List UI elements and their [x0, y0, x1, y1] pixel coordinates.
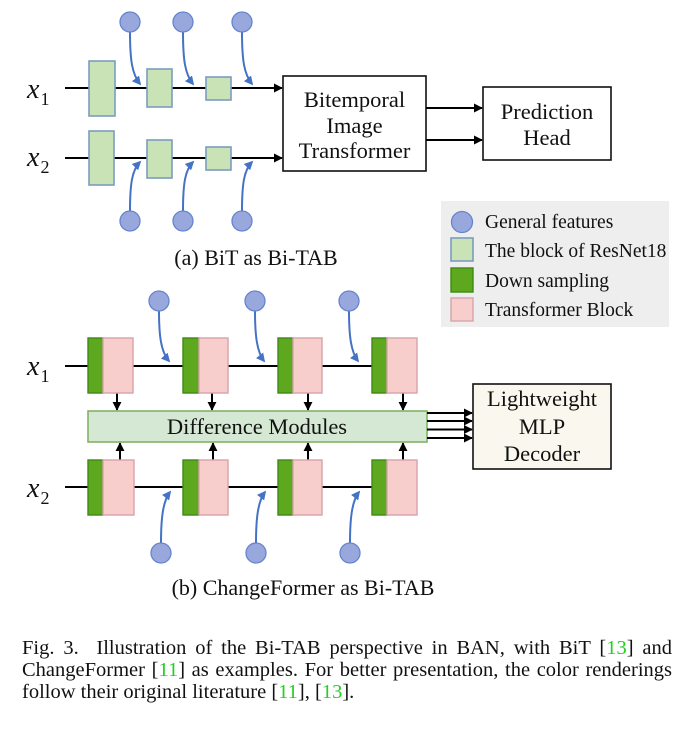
prediction-head-label-line: Prediction: [501, 99, 593, 124]
mlp-decoder-box: [472, 383, 612, 470]
general-feature-node: [338, 290, 360, 312]
transformer-label-line: Bitemporal: [304, 87, 405, 112]
feature-arrow: [241, 160, 254, 212]
transformer-label-line: Image: [326, 113, 382, 138]
feature-arrow: [129, 160, 142, 212]
transformer-label-line: Transformer: [299, 138, 411, 163]
general-feature-node: [172, 11, 194, 33]
legend-background: [441, 201, 669, 327]
input-label-x2: x2: [26, 142, 49, 177]
decoder-label-line: MLP: [519, 414, 565, 439]
general-feature-node: [172, 210, 194, 232]
difference-modules-box: [87, 410, 428, 443]
down-sampling-block: [371, 459, 388, 516]
caption-line: ChangeFormer [11] as examples. For bette…: [22, 659, 672, 681]
legend-label: General features: [485, 212, 613, 233]
resnet-block: [146, 68, 173, 108]
transformer-block: [292, 337, 323, 394]
citation-link[interactable]: 13: [606, 637, 627, 659]
down-sampling-block: [277, 337, 294, 394]
feature-arrow: [349, 490, 361, 544]
down-sampling-block: [371, 337, 388, 394]
feature-arrow: [160, 490, 172, 544]
resnet-block: [88, 60, 116, 117]
bitemporal-transformer-box: [282, 75, 427, 172]
general-feature-node: [150, 542, 172, 564]
input-label-x1: x1: [26, 351, 49, 386]
legend: General features The block of ResNet18 D…: [441, 201, 669, 327]
transformer-block: [198, 337, 229, 394]
caption-text: follow their original literature [: [22, 681, 279, 703]
general-feature-node: [244, 290, 266, 312]
general-feature-node: [231, 11, 253, 33]
part-a-bit: x1 x2 Bitemporal Image Transformer: [26, 11, 612, 270]
down-sampling-block: [182, 337, 200, 394]
part-b-changeformer: x1 x2: [26, 290, 612, 600]
feature-arrow: [158, 310, 171, 363]
citation-link[interactable]: 11: [158, 659, 179, 681]
legend-swatch-down-sampling: [450, 267, 474, 293]
legend-swatch-resnet-block: [450, 237, 474, 262]
difference-modules-label: Difference Modules: [167, 414, 347, 439]
caption-text: ChangeFormer [: [22, 659, 159, 681]
down-sampling-block: [277, 459, 294, 516]
input-label-x1: x1: [26, 74, 49, 109]
feature-arrow: [348, 310, 360, 363]
legend-swatch-transformer-block: [450, 297, 474, 322]
down-sampling-block: [87, 337, 104, 394]
input-label-x2: x2: [26, 473, 49, 508]
caption-text: ], [: [297, 681, 322, 703]
legend-label: Transformer Block: [485, 300, 633, 321]
transformer-block: [102, 337, 134, 394]
general-feature-node: [148, 290, 170, 312]
blank-region: [540, 710, 688, 730]
general-feature-node: [119, 210, 141, 232]
caption-line: follow their original literature [11], […: [22, 681, 672, 703]
general-feature-node: [339, 542, 361, 564]
transformer-block: [292, 459, 323, 516]
figure-caption: Fig. 3. Illustration of the Bi-TAB persp…: [22, 637, 672, 703]
down-sampling-block: [182, 459, 200, 516]
subcaption-b: (b) ChangeFormer as Bi-TAB: [172, 575, 435, 600]
transformer-block: [198, 459, 229, 516]
caption-text: ] and: [626, 637, 672, 659]
citation-link[interactable]: 13: [321, 681, 343, 703]
subcaption-a: (a) BiT as Bi-TAB: [174, 245, 337, 270]
legend-label: The block of ResNet18: [485, 241, 666, 262]
prediction-head-box: [482, 86, 612, 161]
resnet-block: [205, 76, 232, 101]
feature-arrow: [241, 31, 254, 86]
transformer-block: [386, 459, 418, 516]
down-sampling-block: [87, 459, 104, 516]
feature-arrow: [182, 160, 195, 212]
transformer-block: [386, 337, 418, 394]
feature-arrow: [182, 31, 195, 86]
legend-label: Down sampling: [485, 271, 609, 292]
legend-swatch-general-features: [450, 210, 474, 234]
general-feature-node: [231, 210, 253, 232]
resnet-block: [88, 130, 115, 186]
caption-text: ] as examples. For better presentation, …: [178, 659, 673, 681]
transformer-block: [102, 459, 135, 516]
caption-text: Fig. 3. Illustration of the Bi-TAB persp…: [22, 637, 607, 659]
feature-arrow: [255, 490, 267, 544]
general-feature-node: [119, 11, 141, 33]
citation-link[interactable]: 11: [278, 681, 298, 703]
decoder-label-line: Decoder: [504, 441, 581, 466]
caption-text: ].: [342, 681, 355, 703]
resnet-block: [146, 139, 173, 179]
resnet-block: [205, 146, 232, 171]
feature-arrow: [129, 31, 142, 86]
decoder-label-line: Lightweight: [487, 386, 598, 411]
prediction-head-label-line: Head: [523, 125, 570, 150]
feature-arrow: [254, 310, 266, 363]
caption-line: Fig. 3. Illustration of the Bi-TAB persp…: [22, 637, 672, 659]
general-feature-node: [245, 542, 267, 564]
